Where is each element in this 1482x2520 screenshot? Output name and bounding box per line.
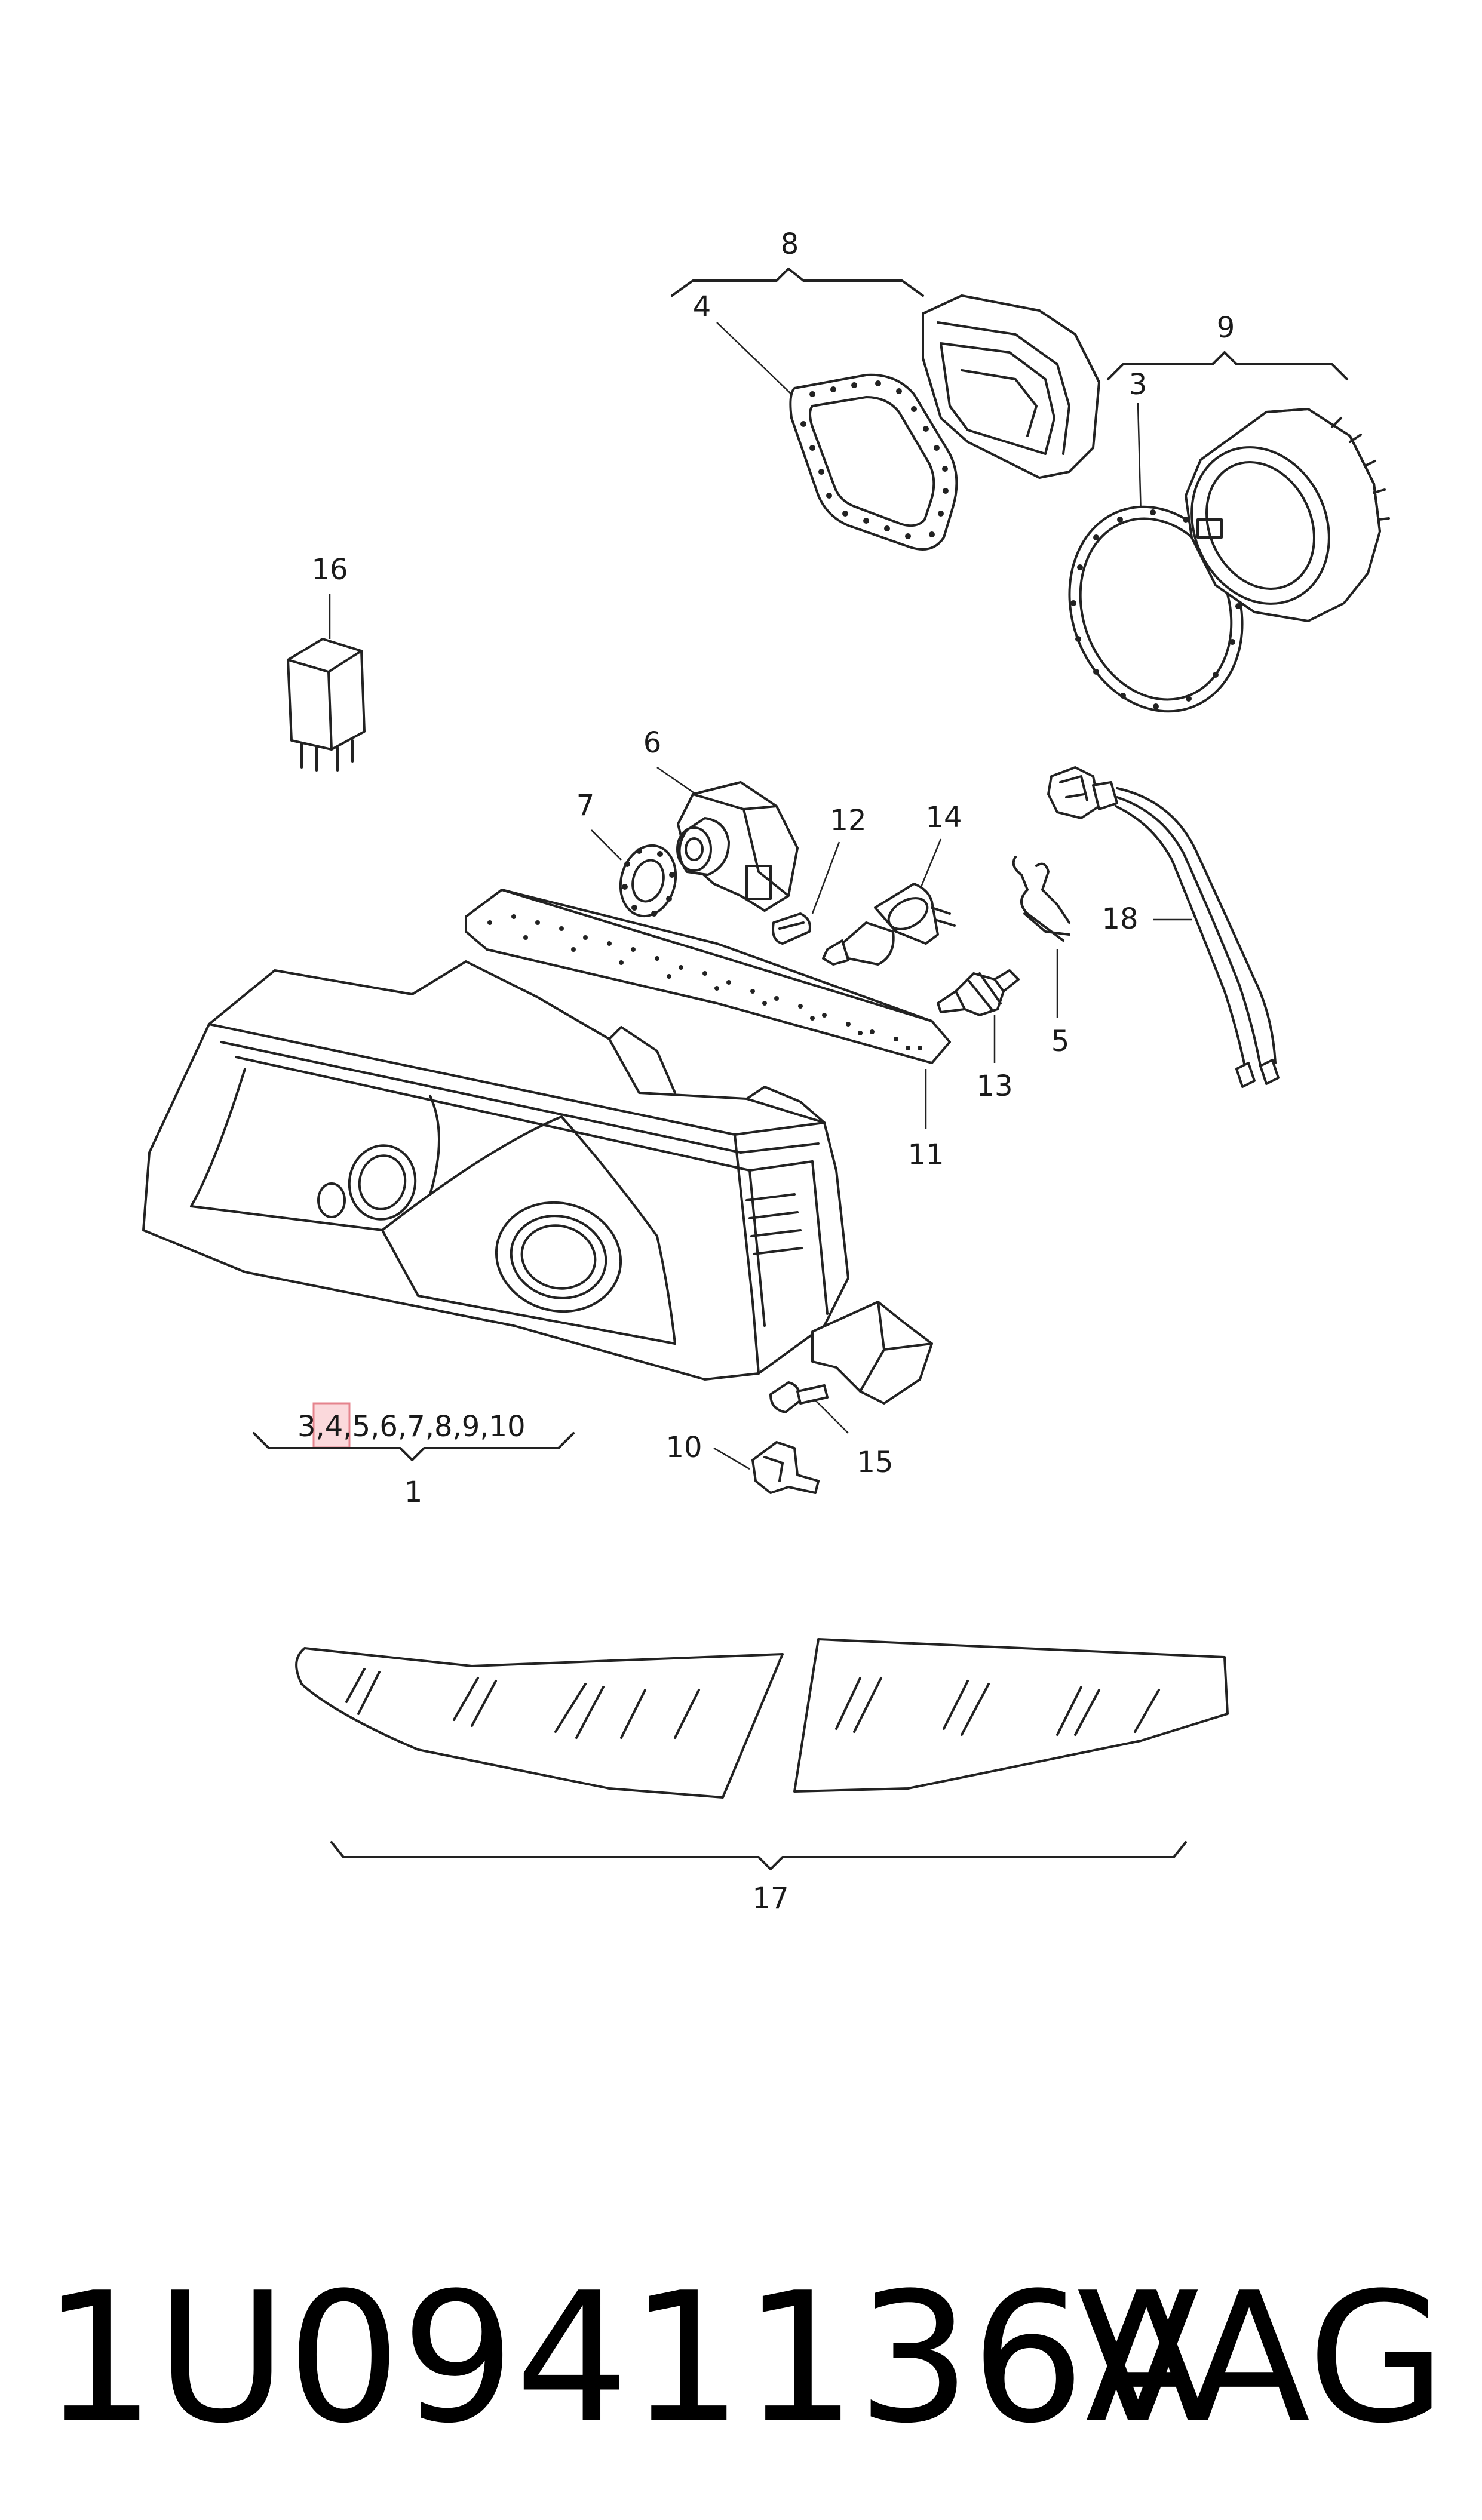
part-10-clamp: 10 [665,1431,820,1494]
group-bracket-1: 3,4,5,6,7,8,9,10 1 [253,1402,575,1509]
part-9-cap-assembly: 9 [1107,311,1348,380]
part-number: 1U0941136A [42,2254,1208,2463]
part-17-lenses: 17 [295,1638,1229,1915]
part-7-washer: 7 [576,789,677,918]
group-list: 3,4,5,6,7,8,9,10 [297,1410,526,1443]
callout-5: 5 [1051,1025,1070,1058]
brand-label: VAG [1076,2254,1446,2463]
housing-cover [922,294,1100,479]
part-18-wiring-harness: 18 [1047,766,1280,1088]
callout-14: 14 [925,801,962,834]
part-8-cover-assembly: 8 [671,228,924,297]
callout-9: 9 [1217,311,1235,345]
part-1-headlight-housing [142,960,933,1405]
part-14-halogen-bulb: 14 [822,801,962,966]
callout-13: 13 [976,1070,1012,1103]
callout-11: 11 [907,1138,944,1172]
callout-15: 15 [857,1446,893,1479]
part-12-small-bulb: 12 [772,804,867,945]
footer: 1U0941136A VAG [0,2245,1482,2472]
parts-diagram: 8 4 9 3 [142,228,1390,1915]
callout-18: 18 [1101,902,1138,936]
group-list-highlighted-item: 4 [325,1410,343,1443]
highlight-marker [312,1402,351,1449]
part-16-relay: 16 [287,553,366,772]
callout-10: 10 [665,1431,702,1464]
callout-3: 3 [1129,368,1147,401]
part-4-gasket: 4 [693,290,958,551]
callout-16: 16 [311,553,348,586]
callout-1: 1 [404,1476,423,1509]
part-15-screw: 15 [769,1381,894,1479]
part-5-spring-clip: 5 [1012,856,1070,1058]
callout-4: 4 [693,290,711,324]
callout-6: 6 [643,726,662,760]
callout-12: 12 [830,804,866,837]
part-13-side-bulb: 13 [937,969,1020,1103]
callout-7: 7 [576,789,595,822]
callout-8: 8 [781,228,799,261]
part-6-adjuster-motor: 6 [643,726,799,912]
part-11-seal-strip: 11 [465,889,951,1172]
round-cap [1185,408,1390,622]
callout-17: 17 [752,1882,788,1915]
